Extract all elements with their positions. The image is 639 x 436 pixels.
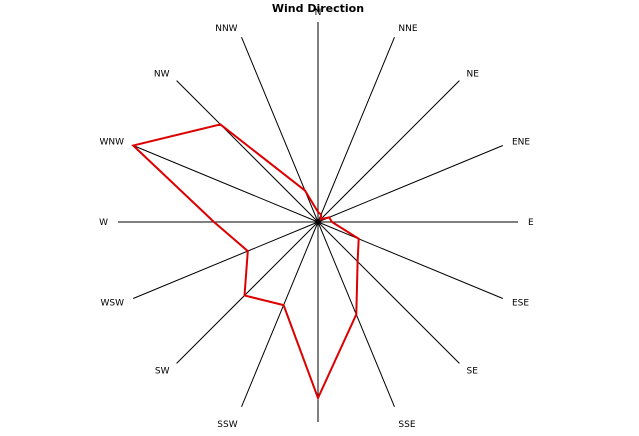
direction-label-w: W <box>99 218 108 228</box>
direction-label-ese: ESE <box>512 298 529 308</box>
spoke-wsw <box>133 221 319 299</box>
data-point-nne <box>320 213 322 216</box>
direction-label-nnw: NNW <box>215 24 237 34</box>
direction-label-sw: SW <box>155 367 170 377</box>
direction-label-ene: ENE <box>512 138 530 148</box>
chart-title: Wind Direction <box>272 2 364 15</box>
direction-label-e: E <box>528 218 534 228</box>
data-point-s <box>317 397 319 399</box>
spoke-ese <box>317 221 503 299</box>
data-point-w <box>213 221 215 223</box>
spoke-sw <box>176 221 319 364</box>
spoke-wnw <box>133 145 319 223</box>
data-point-se <box>356 260 359 263</box>
data-point-ese <box>357 238 360 240</box>
spoke-ne <box>317 80 460 223</box>
spoke-ene <box>317 145 503 223</box>
spoke-nw <box>176 80 319 223</box>
data-point-nnw <box>304 189 306 192</box>
direction-labels: NNNENEENEEESESESSESSSWSWWSWWWNWNWNNW <box>99 8 534 430</box>
direction-label-n: N <box>315 8 322 18</box>
direction-label-nne: NNE <box>398 24 417 34</box>
data-point-n <box>317 211 319 213</box>
direction-label-se: SE <box>467 367 479 377</box>
data-point-e <box>331 221 333 223</box>
direction-label-sse: SSE <box>398 420 415 430</box>
series-layer <box>131 123 360 401</box>
spoke-ssw <box>241 221 319 407</box>
direction-label-wnw: WNW <box>99 138 124 148</box>
direction-label-nw: NW <box>154 70 170 80</box>
direction-label-ne: NE <box>467 70 480 80</box>
direction-spokes <box>118 22 518 422</box>
data-point-wnw <box>132 144 134 147</box>
direction-label-wsw: WSW <box>100 298 124 308</box>
spoke-nne <box>317 37 395 223</box>
data-point-ene <box>328 216 330 219</box>
series-line-0 <box>131 123 360 401</box>
data-point-sw <box>243 294 246 297</box>
data-point-ne <box>320 218 322 220</box>
spoke-se <box>317 221 460 364</box>
data-point-sse <box>355 313 358 316</box>
data-point-ssw <box>282 304 285 306</box>
data-point-wsw <box>247 250 249 252</box>
data-point-nw <box>219 123 222 126</box>
direction-label-ssw: SSW <box>217 420 237 430</box>
